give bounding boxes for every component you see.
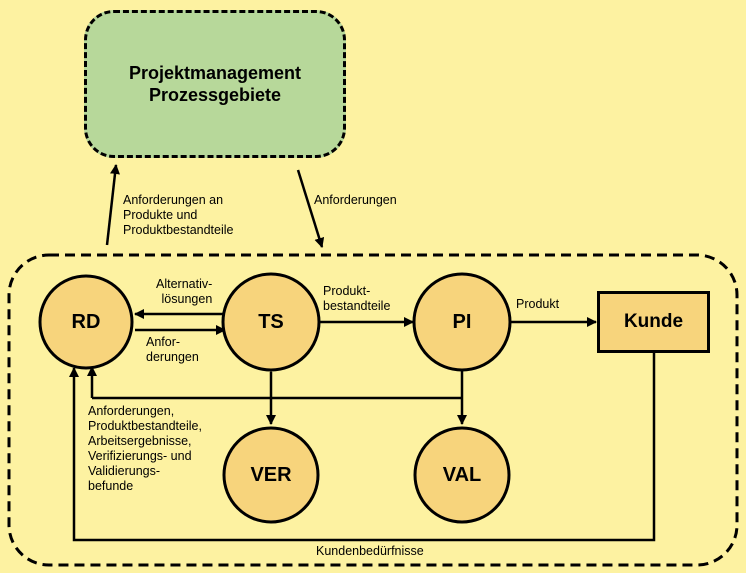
pm-title-line1: Projektmanagement xyxy=(128,63,302,83)
kunde-box xyxy=(597,291,710,353)
label-alternativ: Alternativ- lösungen xyxy=(156,277,212,307)
label-ver: VER xyxy=(250,463,292,486)
label-line: lösungen xyxy=(161,292,213,306)
pm-process-areas-box xyxy=(84,10,346,158)
pm-title-line2: Prozessgebiete xyxy=(148,85,282,105)
node-val xyxy=(413,426,511,524)
arrow-to-pm xyxy=(105,164,120,246)
node-rd xyxy=(38,274,134,370)
label-feedback: Anforderungen, Produktbestandteile, Arbe… xyxy=(88,404,202,494)
label-kundenbeduerfnisse: Kundenbedürfnisse xyxy=(316,544,424,558)
label-line: Anforderungen, xyxy=(88,404,175,418)
label-ts: TS xyxy=(258,310,284,333)
label-line: Anfor- xyxy=(146,335,181,349)
arrow-from-pm xyxy=(296,169,325,248)
label-line: Anforderungen an xyxy=(123,193,224,207)
label-pi: PI xyxy=(452,310,472,333)
label-anforderungen-ts: Anfor- derungen xyxy=(146,335,199,365)
label-produkt: Produkt xyxy=(516,297,560,311)
label-line: derungen xyxy=(146,350,199,364)
label-line: Produktbestandteile, xyxy=(88,419,202,433)
label-line: Validierungs- xyxy=(88,464,161,478)
label-val: VAL xyxy=(442,463,482,486)
label-req-to-pm: Anforderungen an Produkte und Produktbes… xyxy=(123,193,234,238)
pm-box-title: Projektmanagement Prozessgebiete xyxy=(84,10,346,158)
label-line: befunde xyxy=(88,479,134,493)
node-ts xyxy=(221,272,321,372)
node-pi xyxy=(412,272,512,372)
label-line: bestandteile xyxy=(323,299,391,313)
label-produktbestandteile: Produkt- bestandteile xyxy=(323,284,390,314)
node-ver xyxy=(222,426,320,524)
process-area-boundary xyxy=(7,253,739,567)
label-line: Produktbestandteile xyxy=(123,223,234,237)
arrow-kunde-to-rd xyxy=(69,352,656,542)
label-line: Produkte und xyxy=(123,208,198,222)
label-rd: RD xyxy=(71,310,101,333)
label-req-from-pm: Anforderungen xyxy=(314,193,397,207)
label-kunde: Kunde xyxy=(623,311,684,332)
label-line: Alternativ- xyxy=(156,277,213,291)
label-line: Arbeitsergebnisse, xyxy=(88,434,192,448)
label-line: Verifizierungs- und xyxy=(88,449,192,463)
label-line: Produkt- xyxy=(323,284,371,298)
